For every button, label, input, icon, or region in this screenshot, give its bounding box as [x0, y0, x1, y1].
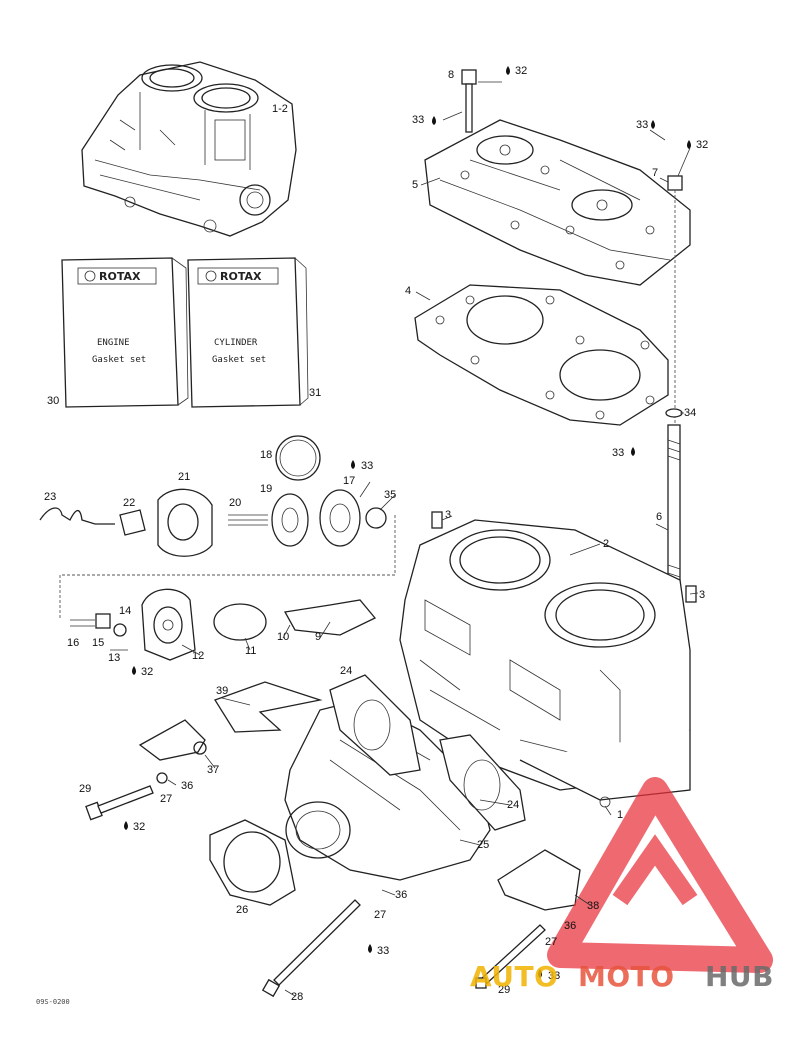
- callout-14: 14: [119, 605, 131, 617]
- bolt-29-right: [475, 924, 546, 989]
- callout-6: 6: [656, 511, 662, 523]
- callout-labels: 1-2 8 32 33 5 33 32 7 4 34 33 30 31 18 3…: [44, 65, 708, 1003]
- callout-28: 28: [291, 991, 303, 1003]
- cylinder-head: [424, 119, 691, 286]
- engine-kit-line2: Gasket set: [92, 355, 146, 365]
- stud-6: [665, 190, 683, 586]
- callout-36: 36: [181, 780, 193, 792]
- callout-24: 24: [340, 665, 352, 677]
- callout-16: 16: [67, 637, 79, 649]
- callout-19: 19: [260, 483, 272, 495]
- callout-29: 29: [498, 984, 510, 996]
- callout-20: 20: [229, 497, 241, 509]
- callout-3: 3: [445, 509, 451, 521]
- engine-kit-brand: ROTAX: [99, 270, 141, 283]
- water-pump-group: [39, 435, 387, 557]
- callout-21: 21: [178, 471, 190, 483]
- engine-assembly-illustration: [81, 61, 297, 237]
- callout-35: 35: [384, 489, 396, 501]
- callout-17: 17: [343, 475, 355, 487]
- watermark-part-auto: AUTO: [470, 960, 558, 993]
- callout-12: 12: [192, 650, 204, 662]
- callout-36: 36: [395, 889, 407, 901]
- bolt-8: [461, 69, 477, 133]
- bolt-29-left: [85, 772, 168, 821]
- callout-32: 32: [696, 139, 708, 151]
- watermark-part-hub: HUB: [705, 960, 774, 993]
- callout-27: 27: [160, 793, 172, 805]
- callout-27: 27: [545, 936, 557, 948]
- cylinder-kit-brand: ROTAX: [220, 270, 262, 283]
- callout-5: 5: [412, 179, 418, 191]
- callout-9: 9: [315, 631, 321, 643]
- callout-31: 31: [309, 387, 321, 399]
- callout-33: 33: [361, 460, 373, 472]
- callout-26: 26: [236, 904, 248, 916]
- callout-32: 32: [133, 821, 145, 833]
- leader-lines: [167, 81, 699, 997]
- loctite-markers: [124, 66, 691, 978]
- water-pump-lower-group: [59, 515, 396, 661]
- callout-15: 15: [92, 637, 104, 649]
- callout-23: 23: [44, 491, 56, 503]
- gasket-26: [209, 819, 296, 906]
- callout-32: 32: [515, 65, 527, 77]
- callout-3: 3: [699, 589, 705, 601]
- callout-8: 8: [448, 69, 454, 81]
- callout-33: 33: [548, 970, 560, 982]
- callout-24: 24: [507, 799, 519, 811]
- callout-38: 38: [587, 900, 599, 912]
- figure-code: 09S-0200: [36, 998, 70, 1006]
- callout-27: 27: [374, 909, 386, 921]
- callout-11: 11: [245, 645, 256, 657]
- cylinder-kit-line1: CYLINDER: [214, 338, 258, 348]
- head-gasket: [414, 284, 669, 426]
- callout-2: 2: [603, 538, 609, 550]
- callout-25: 25: [477, 839, 489, 851]
- callout-37: 37: [207, 764, 219, 776]
- engine-gasket-kit: ROTAX ENGINE Gasket set: [61, 257, 189, 408]
- callout-32: 32: [141, 666, 153, 678]
- cylinder-kit-line2: Gasket set: [212, 355, 266, 365]
- dowel-3-left: [431, 511, 443, 529]
- bolt-28: [261, 899, 361, 998]
- engine-kit-line1: ENGINE: [97, 338, 130, 348]
- callout-1: 1: [617, 809, 623, 821]
- callout-1-2: 1-2: [272, 103, 288, 115]
- manifold-gasket-24-bottom: [439, 734, 526, 831]
- callout-18: 18: [260, 449, 272, 461]
- callout-29: 29: [79, 783, 91, 795]
- bracket-38: [497, 849, 581, 911]
- callout-33: 33: [377, 945, 389, 957]
- callout-33: 33: [412, 114, 424, 126]
- watermark-text: AUTO MOTO HUB: [470, 960, 774, 993]
- callout-33: 33: [612, 447, 624, 459]
- callout-7: 7: [652, 167, 658, 179]
- cylinder-gasket-kit: ROTAX CYLINDER Gasket set: [187, 257, 309, 408]
- watermark-part-moto: MOTO: [578, 960, 675, 993]
- callout-33: 33: [636, 119, 648, 131]
- callout-39: 39: [216, 685, 228, 697]
- bracket-39: [138, 681, 323, 761]
- stud-nut-7: [667, 175, 683, 191]
- callout-36: 36: [564, 920, 576, 932]
- manifold-gasket-24-top: [329, 674, 421, 776]
- callout-13: 13: [108, 652, 120, 664]
- automotohub-logo: [547, 777, 773, 973]
- callout-30: 30: [47, 395, 59, 407]
- callout-34: 34: [684, 407, 696, 419]
- callout-4: 4: [405, 285, 411, 297]
- callout-22: 22: [123, 497, 135, 509]
